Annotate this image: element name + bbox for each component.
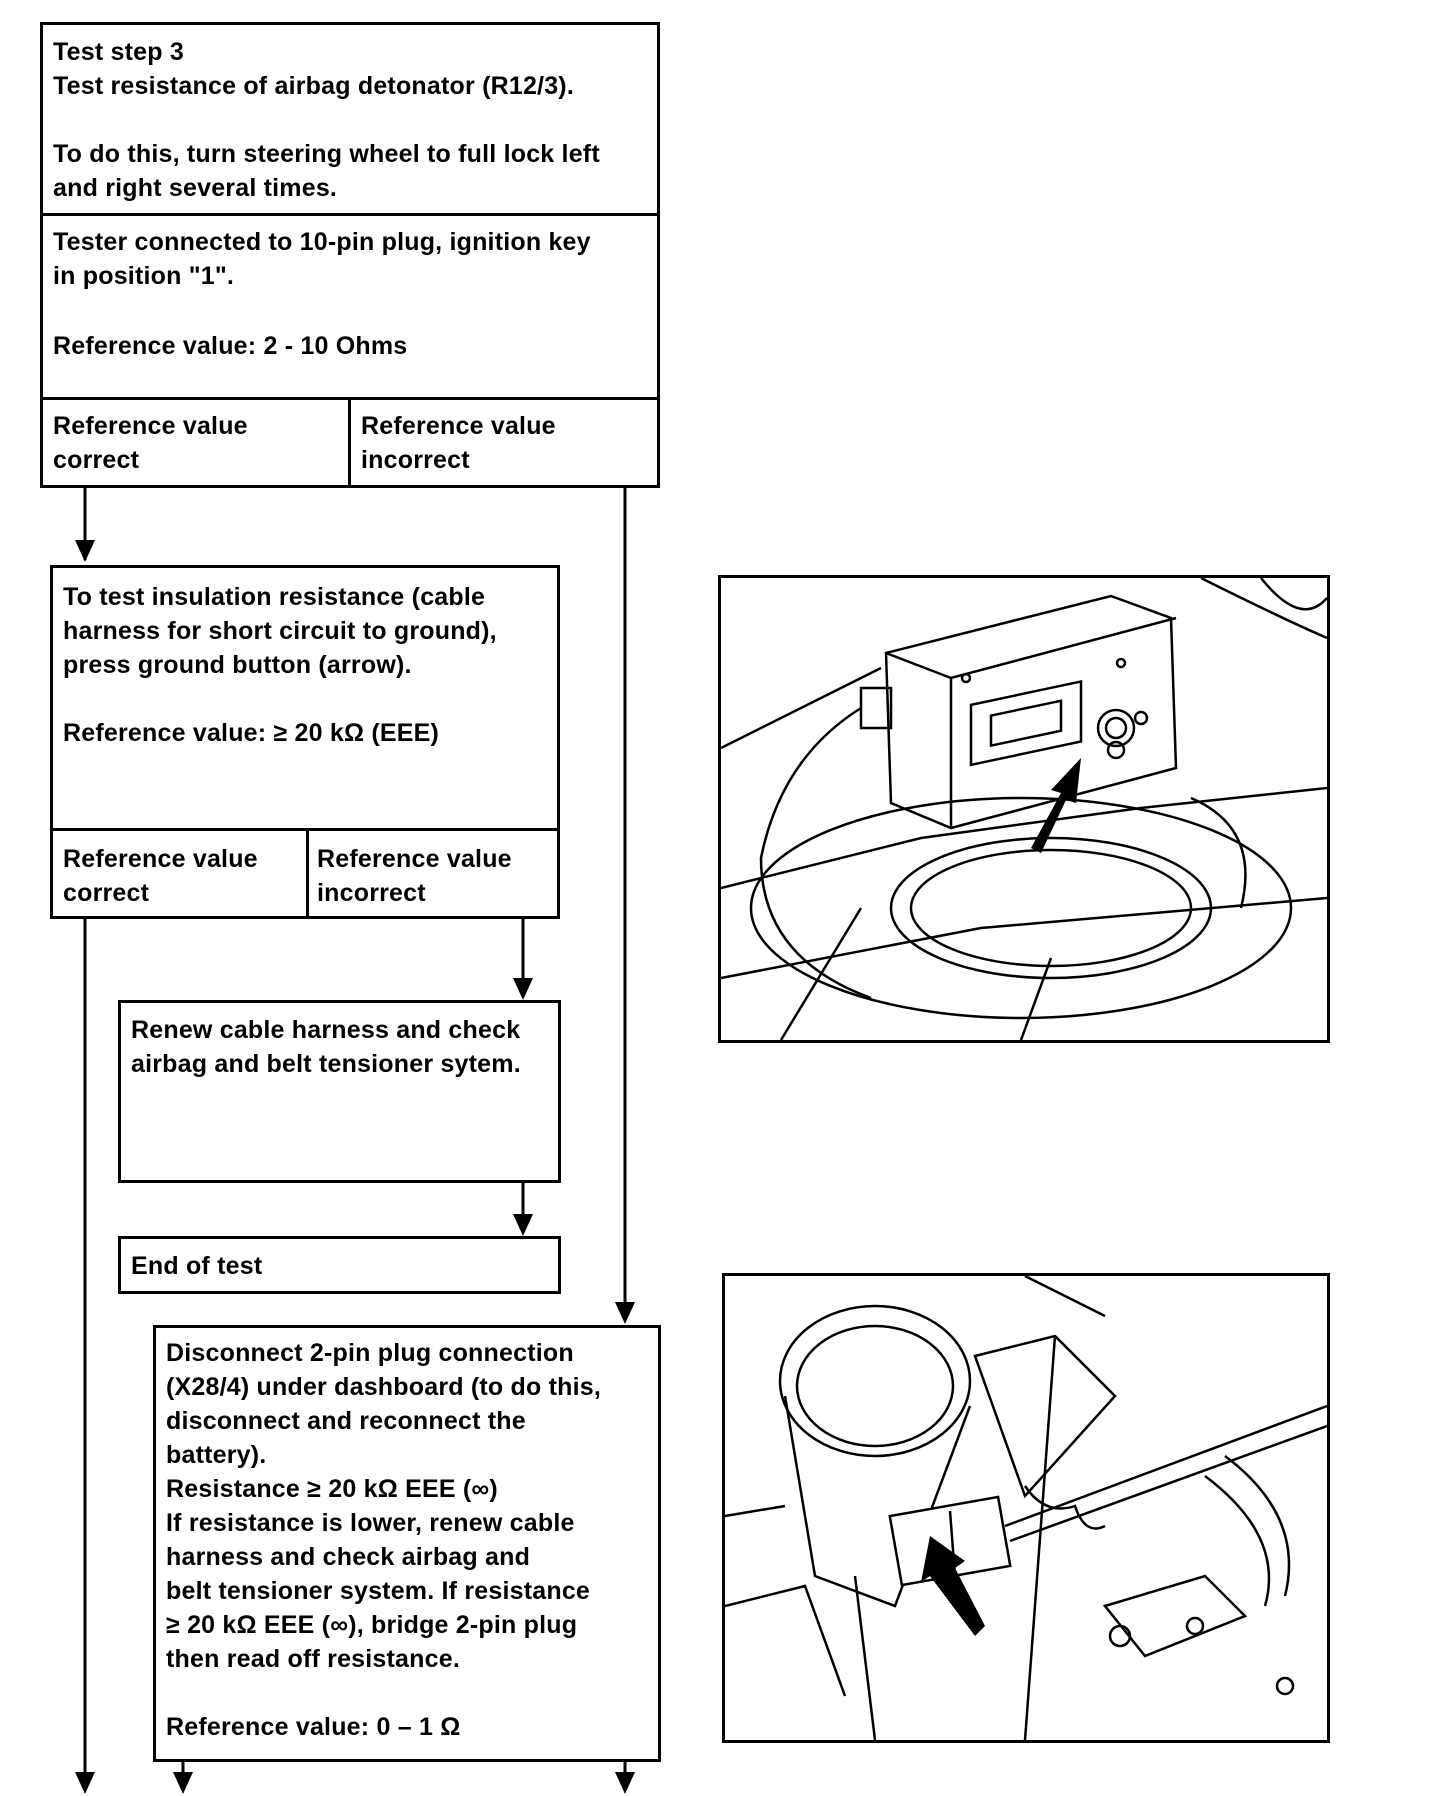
divider [348,397,351,485]
plug-illustration [722,1273,1330,1743]
renew-harness-box: Renew cable harness and check airbag and… [118,1000,561,1183]
divider [306,828,309,916]
renew-text: Renew cable harness and check airbag and… [131,1016,521,1078]
step-incorrect-label: Reference value incorrect [361,412,556,474]
disconnect-reference: Reference value: 0 – 1 Ω [166,1713,461,1741]
step-reference: Reference value: 2 - 10 Ohms [53,332,408,360]
step-correct-label: Reference value correct [53,412,248,474]
test-step-3-box: Test step 3 Test resistance of airbag de… [40,22,660,488]
insulation-text: To test insulation resistance (cable har… [63,583,497,679]
divider [53,828,557,831]
step-instruction: To do this, turn steering wheel to full … [53,140,600,202]
disconnect-plug-box: Disconnect 2-pin plug connection (X28/4)… [153,1325,661,1762]
insulation-test-box: To test insulation resistance (cable har… [50,565,560,919]
step-subtitle: Test resistance of airbag detonator (R12… [53,72,574,100]
insulation-correct-label: Reference value correct [63,845,258,907]
insulation-reference: Reference value: ≥ 20 kΩ (EEE) [63,719,440,747]
tester-illustration [718,575,1330,1043]
insulation-incorrect-label: Reference value incorrect [317,845,512,907]
end-text: End of test [131,1252,263,1280]
plug-drawing [725,1276,1327,1740]
divider [43,213,657,216]
tester-drawing [721,578,1327,1040]
step-title: Test step 3 [53,38,184,66]
end-of-test-box: End of test [118,1236,561,1294]
disconnect-text: Disconnect 2-pin plug connection (X28/4)… [166,1339,602,1673]
step-condition: Tester connected to 10-pin plug, ignitio… [53,228,591,290]
